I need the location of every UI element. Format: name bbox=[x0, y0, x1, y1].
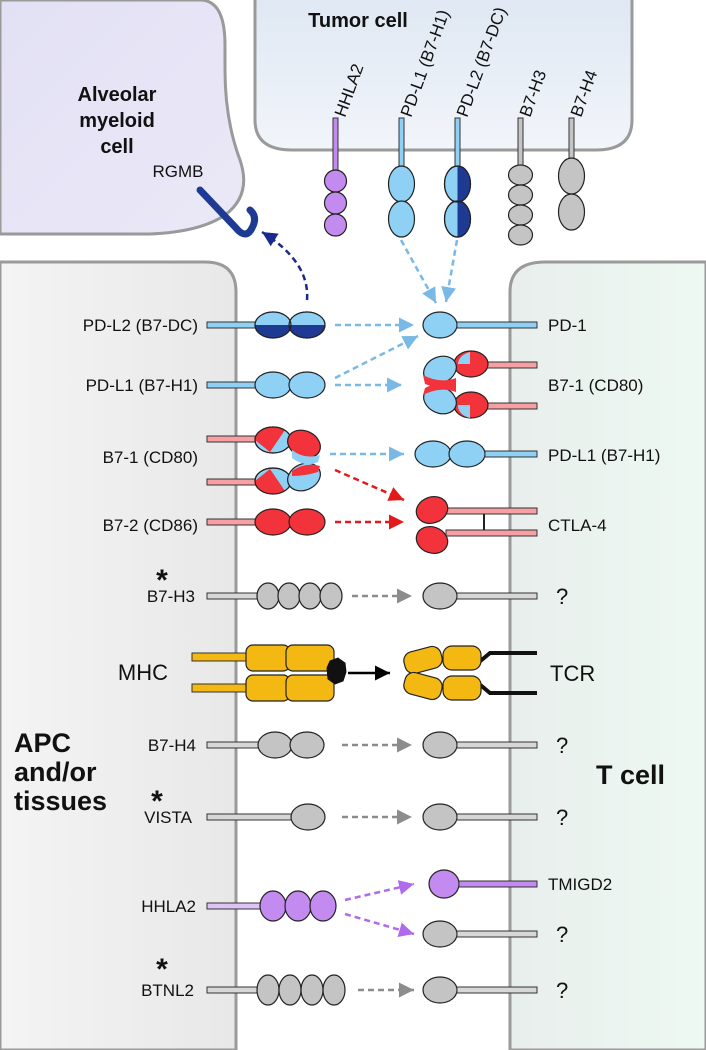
t-cell bbox=[508, 260, 706, 1050]
apc-vista-label: VISTA bbox=[144, 808, 193, 827]
tcell-btnl2-receptor: ? bbox=[422, 976, 568, 1004]
tcell-ctla4-label: CTLA-4 bbox=[548, 516, 607, 535]
arrow-pdl2-to-rgmb bbox=[261, 230, 309, 301]
interaction-arrows bbox=[261, 230, 459, 998]
tumor-cell-label: Tumor cell bbox=[308, 10, 408, 32]
apc-pdl2-label: PD-L2 (B7-DC) bbox=[83, 316, 198, 335]
tcell-tmigd2-label: TMIGD2 bbox=[548, 875, 612, 894]
alveolar-myeloid-cell bbox=[0, 0, 246, 236]
tcell-vista-receptor: ? bbox=[422, 803, 568, 831]
apc-pdl1-label: PD-L1 (B7-H1) bbox=[86, 376, 198, 395]
tcell-pd1: PD-1 bbox=[422, 311, 587, 339]
tcell-q3-label: ? bbox=[556, 805, 568, 830]
tcell-q5-label: ? bbox=[556, 978, 568, 1003]
vista-star: * bbox=[151, 785, 163, 818]
tcell-ctla4: CTLA-4 bbox=[415, 496, 607, 554]
tcell-b7h3-receptor: ? bbox=[422, 582, 568, 610]
b7h3-star: * bbox=[156, 564, 168, 597]
apc-b7h4-label: B7-H4 bbox=[148, 736, 196, 755]
arrow-pdl1-to-pd1 bbox=[334, 334, 419, 380]
tcell-hhla2-receptor: ? bbox=[422, 920, 568, 948]
apc-btnl2: * BTNL2 bbox=[141, 953, 346, 1006]
tcell-tcr: TCR bbox=[403, 645, 595, 701]
apc-hhla2-label: HHLA2 bbox=[141, 897, 196, 916]
apc-cell bbox=[0, 260, 238, 1050]
tumor-cell bbox=[253, 0, 634, 152]
arrow-tumor-pdl1-to-pd1 bbox=[399, 239, 438, 304]
apc-b7h3: * B7-H3 bbox=[147, 564, 343, 610]
apc-hhla2: HHLA2 bbox=[141, 890, 337, 922]
tcell-pdl1-label: PD-L1 (B7-H1) bbox=[548, 446, 660, 465]
tcell-pdl1: PD-L1 (B7-H1) bbox=[414, 440, 660, 468]
apc-label-line1: APC bbox=[14, 728, 71, 758]
apc-pdl1: PD-L1 (B7-H1) bbox=[86, 371, 326, 399]
tcell-tcr-label: TCR bbox=[550, 661, 595, 686]
tcell-pd1-label: PD-1 bbox=[548, 316, 587, 335]
btnl2-star: * bbox=[156, 953, 168, 986]
apc-b72: B7-2 (CD86) bbox=[103, 508, 326, 536]
tcell-b71: B7-1 (CD80) bbox=[423, 350, 643, 419]
tcell-tmigd2: TMIGD2 bbox=[428, 869, 612, 899]
rgmb-molecule: RGMB bbox=[153, 162, 259, 238]
arrow-hhla2-to-unknown bbox=[344, 912, 415, 938]
apc-b72-label: B7-2 (CD86) bbox=[103, 516, 198, 535]
apc-b7h4: B7-H4 bbox=[148, 731, 325, 759]
arrow-hhla2-to-tmigd2 bbox=[344, 880, 415, 902]
apc-pdl2: PD-L2 (B7-DC) bbox=[83, 311, 326, 339]
apc-vista: * VISTA bbox=[144, 785, 326, 831]
rgmb-label: RGMB bbox=[153, 162, 204, 181]
tcell-b7h4-receptor: ? bbox=[422, 731, 568, 759]
arrow-b71-to-ctla4 bbox=[334, 468, 405, 502]
antigen-peptide bbox=[326, 657, 347, 685]
alveolar-label-line2: myeloid bbox=[79, 110, 155, 132]
apc-b71: B7-1 (CD80) bbox=[103, 426, 321, 495]
apc-b7h3-label: B7-H3 bbox=[147, 587, 195, 606]
apc-btnl2-label: BTNL2 bbox=[141, 981, 194, 1000]
apc-label-line3: tissues bbox=[14, 786, 107, 816]
alveolar-label-line1: Alveolar bbox=[78, 84, 157, 106]
tcell-q1-label: ? bbox=[556, 584, 568, 609]
alveolar-label-line3: cell bbox=[100, 136, 133, 158]
apc-mhc-label: MHC bbox=[118, 660, 168, 685]
apc-mhc: MHC bbox=[118, 644, 347, 702]
apc-b71-label: B7-1 (CD80) bbox=[103, 448, 198, 467]
apc-label-line2: and/or bbox=[14, 757, 97, 787]
tcell-q4-label: ? bbox=[556, 922, 568, 947]
tcell-q2-label: ? bbox=[556, 733, 568, 758]
tcell-b71-label: B7-1 (CD80) bbox=[548, 376, 643, 395]
arrow-tumor-pdl2-to-pd1 bbox=[441, 239, 459, 303]
t-cell-label: T cell bbox=[596, 760, 665, 790]
